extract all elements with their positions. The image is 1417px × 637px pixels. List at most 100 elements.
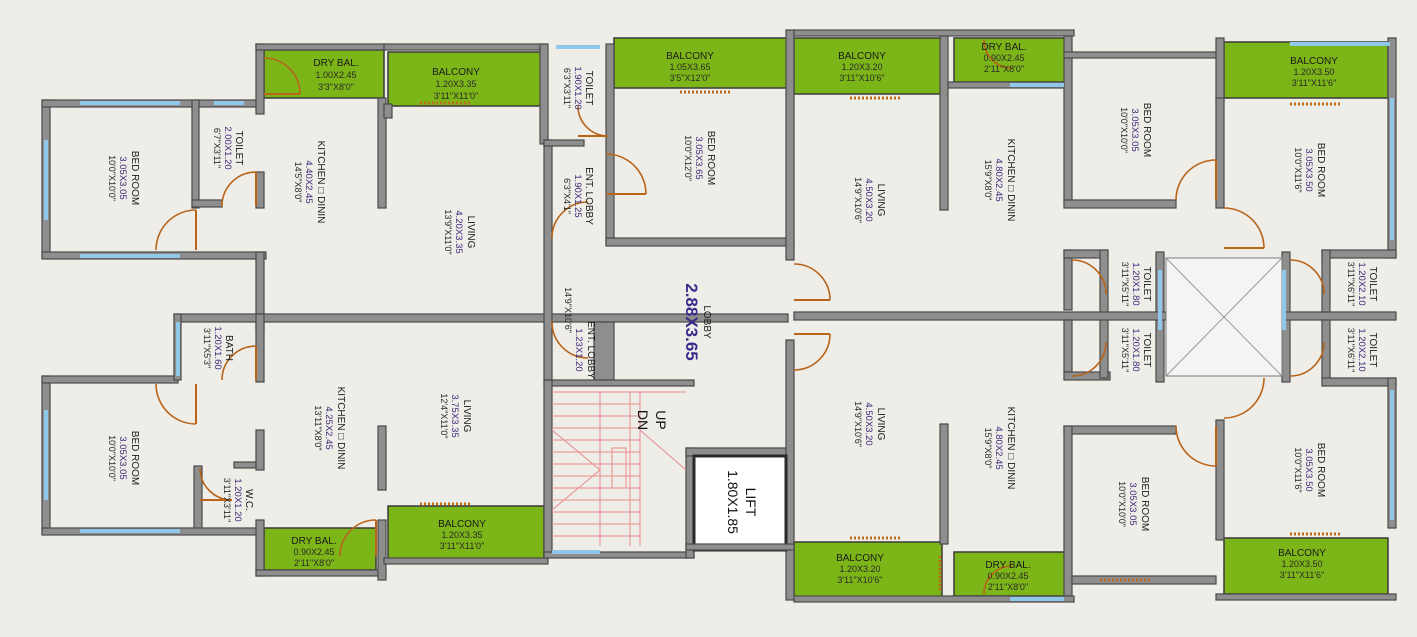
room-dim: 1.20X3.35 (435, 79, 476, 89)
label-bl-dry-bal: DRY BAL. 0.90X2.45 2'11"X8'0" (291, 536, 336, 568)
room-feet: 3'11"X11'0" (440, 541, 485, 551)
room-feet: 10'0"X10'0" (107, 435, 117, 481)
room-dim: 1.20X3.35 (441, 530, 482, 540)
stair-down-label: DN (635, 410, 651, 430)
room-name: TOILET (583, 71, 594, 106)
label-tl-kitchen: KITCHEN □ DININ 4.40X2.45 14'5"X8'0" (293, 141, 326, 224)
room-feet: 10'0"X10'0" (1117, 481, 1127, 527)
room-dim: 3.05X3.05 (1129, 108, 1140, 151)
room-feet: 3'5"X12'0" (670, 73, 711, 83)
room-name: LOBBY (701, 305, 712, 339)
room-feet: 3'11"X5'3" (202, 328, 212, 368)
label-tc-balcony: BALCONY 1.05X3.65 3'5"X12'0" (666, 51, 714, 83)
room-dim: 3.75X3.35 (449, 394, 460, 437)
label-tr-balcony2: BALCONY 1.20X3.50 3'11"X11'6" (1290, 56, 1338, 88)
room-name: TOILET (1367, 333, 1378, 368)
room-feet: 3'11"X10'6" (837, 575, 882, 585)
balconies (263, 37, 1389, 599)
room-name: BALCONY (666, 51, 714, 62)
room-dim: 3.05X3.65 (693, 136, 704, 179)
room-name: TOILET (1141, 267, 1152, 302)
room-feet: 3'11"X6'11" (1346, 262, 1356, 307)
room-feet: 14'9"X10'6" (853, 177, 863, 223)
room-name: BALCONY (838, 51, 886, 62)
windows (44, 42, 1394, 601)
lift-name: LIFT (743, 488, 759, 517)
label-tc-ent-lobby: ENT. LOBBY 1.90X1.25 6'3"X4'1" (562, 167, 594, 225)
label-bl-bed: BED ROOM 3.05X3.05 10'0"X10'0" (107, 431, 140, 485)
room-dim: 0.90X2.45 (987, 571, 1028, 581)
label-tl-dry-bal: DRY BAL. 1.00X2.45 3'3"X8'0" (313, 58, 358, 92)
room-dim: 1.20X3.50 (1293, 67, 1334, 77)
room-dim: 4.50X3.20 (863, 402, 874, 445)
room-dim: 4.50X3.20 (863, 178, 874, 221)
room-name: BED ROOM (705, 131, 716, 185)
label-tr-living: LIVING 4.50X3.20 14'9"X10'6" (853, 177, 886, 223)
room-name: KITCHEN □ DININ (1005, 407, 1016, 490)
room-name: KITCHEN □ DININ (315, 141, 326, 224)
room-feet: 3'11"X6'11" (1346, 328, 1356, 373)
room-feet: 6'3"X4'1" (562, 178, 572, 214)
room-dim: 1.05X3.65 (669, 62, 710, 72)
room-feet: 10'0"X11'6" (1293, 147, 1303, 192)
label-bl-living: LIVING 3.75X3.35 12'4"X11'0" (439, 393, 472, 438)
room-feet: 3'11"X11'0" (434, 91, 479, 101)
stair-up-label: UP (653, 410, 669, 429)
room-dim: 1.20X1.80 (1130, 262, 1141, 305)
lift-dim: 1.80X1.85 (725, 470, 741, 534)
room-dim: 1.00X2.45 (315, 70, 356, 80)
room-dim: 1.90X1.20 (572, 66, 583, 109)
room-dim: 0.90X2.45 (293, 547, 334, 557)
room-name: LIVING (461, 400, 472, 433)
room-name: BALCONY (438, 519, 486, 530)
room-feet: 6'3"X3'11" (562, 68, 572, 108)
label-c-lobby: LOBBY 2.88X3.65 (682, 283, 712, 361)
label-tl-living: LIVING 4.20X3.35 13'9"X11'0" (443, 209, 476, 254)
room-feet: 2'11"X8'0" (988, 582, 1028, 592)
room-name: DRY BAL. (981, 42, 1026, 53)
label-br-toilet1: TOILET 1.20X1.80 3'11"X5'11" (1120, 328, 1152, 373)
room-feet: 3'11"X5'11" (1120, 328, 1130, 373)
label-bl-kitchen: KITCHEN □ DININ 4.25X2.45 13'11"X8'0" (313, 387, 346, 470)
room-dim: 1.20X1.60 (212, 326, 223, 369)
room-dim: 4.40X2.45 (303, 160, 314, 203)
room-name: BED ROOM (1315, 143, 1326, 197)
label-br-bed2: BED ROOM 3.05X3.50 10'0"X11'6" (1293, 443, 1326, 497)
room-name: KITCHEN □ DININ (1005, 139, 1016, 222)
label-tr-bed2: BED ROOM 3.05X3.50 10'0"X11'6" (1293, 143, 1326, 197)
room-name: BALCONY (1290, 56, 1338, 67)
room-name: LIVING (875, 184, 886, 217)
doors (155, 39, 1325, 595)
room-dim: 2.88X3.65 (682, 283, 701, 361)
room-dim: 3.05X3.50 (1303, 148, 1314, 191)
room-feet: 3'11"X10'6" (839, 73, 884, 83)
room-feet: 12'4"X11'0" (439, 393, 449, 438)
room-dim: 1.20X1.80 (1130, 328, 1141, 371)
label-tr-toilet2: TOILET 1.20X2.10 3'11"X6'11" (1346, 262, 1378, 307)
room-feet: 3'3"X8'0" (318, 82, 354, 92)
room-feet: 13'11"X8'0" (313, 405, 323, 450)
room-name: LIVING (465, 216, 476, 249)
label-stairs: UP DN (635, 410, 669, 430)
label-tr-dry-bal: DRY BAL. 0.90X2.45 2'11"X8'0" (981, 42, 1026, 74)
label-tl-bed: BED ROOM 3.05X3.05 10'0"X10'0" (107, 151, 140, 205)
room-name: BED ROOM (129, 431, 140, 485)
room-feet: 10'0"X12'0" (683, 135, 693, 181)
label-tr-toilet1: TOILET 1.20X1.80 3'11"X5'11" (1120, 262, 1152, 307)
room-feet: 6'7"X3'11" (212, 128, 222, 168)
label-br-dry-bal: DRY BAL. 0.90X2.45 2'11"X8'0" (985, 560, 1030, 592)
room-name: DRY BAL. (313, 58, 358, 69)
room-name: W.C. (243, 489, 254, 511)
room-name: DRY BAL. (291, 536, 336, 547)
room-dim: 1.20X2.10 (1356, 262, 1367, 305)
room-name: ENT. LOBBY (585, 321, 596, 379)
room-feet: 14'9"X10'6" (853, 401, 863, 447)
label-bl-bath: BATH 1.20X1.60 3'11"X5'3" (202, 326, 234, 369)
room-name: BALCONY (432, 67, 480, 78)
room-name: ENT. LOBBY (583, 167, 594, 225)
duct-shaft (1165, 257, 1283, 377)
label-br-kitchen: KITCHEN □ DININ 4.80X2.45 15'9"X8'0" (983, 407, 1016, 490)
room-name: DRY BAL. (985, 560, 1030, 571)
room-dim: 3.05X3.05 (1127, 482, 1138, 525)
label-lift: LIFT 1.80X1.85 (725, 470, 759, 534)
